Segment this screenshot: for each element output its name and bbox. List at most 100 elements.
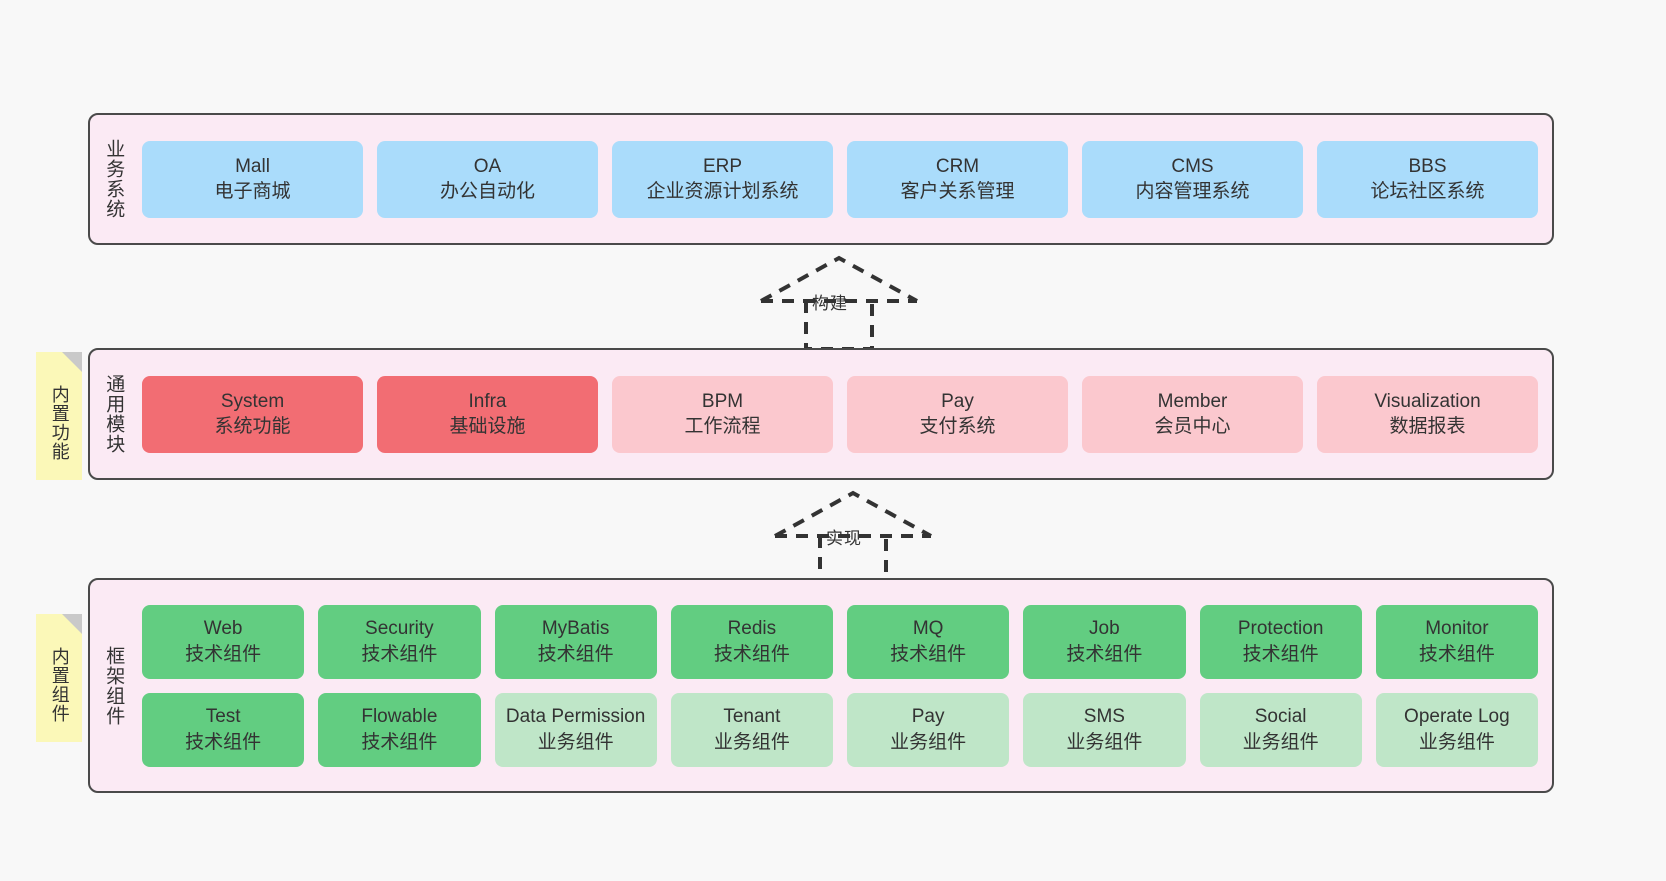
module-card-title: BBS bbox=[1408, 155, 1447, 177]
module-card-title: System bbox=[220, 390, 285, 412]
sticky-note-builtin-function: 内置功能 bbox=[36, 352, 82, 480]
note-fold-icon bbox=[62, 352, 82, 372]
layer-title-framework-components: 框架组件 bbox=[103, 645, 125, 726]
component-card-subtitle: 业务组件 bbox=[890, 731, 967, 753]
module-card-mall[interactable]: Mall 电子商城 bbox=[142, 140, 363, 218]
module-card-subtitle: 基础设施 bbox=[449, 416, 526, 437]
module-card-oa[interactable]: OA 办公自动化 bbox=[377, 140, 598, 218]
module-card-bpm[interactable]: BPM 工作流程 bbox=[612, 375, 833, 453]
component-card-subtitle: 业务组件 bbox=[537, 731, 614, 753]
module-card-infra[interactable]: Infra 基础设施 bbox=[377, 375, 598, 453]
arrow-head-outline bbox=[774, 490, 932, 538]
module-card-subtitle: 客户关系管理 bbox=[900, 181, 1015, 202]
module-card-title: Mall bbox=[235, 155, 270, 177]
component-card-title: Flowable bbox=[361, 706, 438, 728]
module-card-title: BPM bbox=[701, 390, 744, 412]
module-card-visualization[interactable]: Visualization 数据报表 bbox=[1317, 375, 1538, 453]
card-row: System 系统功能 Infra 基础设施 BPM 工作流程 Pay 支付系统… bbox=[142, 375, 1538, 453]
module-card-subtitle: 电子商城 bbox=[214, 181, 291, 202]
arrow-stem bbox=[804, 301, 874, 351]
component-card-subtitle: 技术组件 bbox=[713, 643, 790, 665]
module-card-subtitle: 数据报表 bbox=[1389, 416, 1466, 437]
component-card-subtitle: 业务组件 bbox=[1066, 731, 1143, 753]
layer-title-common-modules: 通用模块 bbox=[103, 374, 125, 454]
connector-implement: 实现 bbox=[765, 488, 945, 588]
component-card-title: Data Permission bbox=[505, 706, 646, 728]
component-card-flowable[interactable]: Flowable 技术组件 bbox=[318, 692, 481, 767]
module-card-subtitle: 论坛社区系统 bbox=[1370, 181, 1485, 202]
component-card-tenant[interactable]: Tenant 业务组件 bbox=[670, 692, 833, 767]
module-card-cms[interactable]: CMS 内容管理系统 bbox=[1082, 140, 1303, 218]
component-card-subtitle: 技术组件 bbox=[1066, 643, 1143, 665]
component-card-title: MyBatis bbox=[541, 618, 610, 640]
component-card-operate-log[interactable]: Operate Log 业务组件 bbox=[1375, 692, 1538, 767]
component-card-subtitle: 技术组件 bbox=[361, 731, 438, 753]
arrow-head-outline bbox=[760, 255, 918, 303]
module-card-title: Pay bbox=[941, 390, 974, 412]
component-card-job[interactable]: Job 技术组件 bbox=[1023, 604, 1186, 679]
component-card-protection[interactable]: Protection 技术组件 bbox=[1199, 604, 1362, 679]
component-card-subtitle: 技术组件 bbox=[361, 643, 438, 665]
component-card-social[interactable]: Social 业务组件 bbox=[1199, 692, 1362, 767]
layer-framework-components: 框架组件 Web 技术组件 Security 技术组件 MyBatis 技术组件… bbox=[88, 578, 1554, 793]
layer-common-modules: 通用模块 System 系统功能 Infra 基础设施 BPM 工作流程 Pay… bbox=[88, 348, 1554, 480]
layer-business-systems: 业务系统 Mall 电子商城 OA 办公自动化 ERP 企业资源计划系统 CRM… bbox=[88, 113, 1554, 245]
arrow-stem bbox=[818, 536, 888, 586]
component-card-title: Web bbox=[203, 618, 243, 640]
component-card-subtitle: 技术组件 bbox=[1418, 643, 1495, 665]
component-card-subtitle: 技术组件 bbox=[185, 731, 262, 753]
component-card-subtitle: 业务组件 bbox=[713, 731, 790, 753]
module-card-subtitle: 企业资源计划系统 bbox=[646, 181, 799, 202]
module-card-system[interactable]: System 系统功能 bbox=[142, 375, 363, 453]
component-card-mybatis[interactable]: MyBatis 技术组件 bbox=[494, 604, 657, 679]
component-card-title: Operate Log bbox=[1404, 706, 1510, 728]
sticky-note-builtin-component: 内置组件 bbox=[36, 614, 82, 742]
sticky-note-label: 内置功能 bbox=[49, 385, 70, 461]
module-card-subtitle: 工作流程 bbox=[684, 416, 761, 437]
component-card-security[interactable]: Security 技术组件 bbox=[318, 604, 481, 679]
connector-implement-label: 实现 bbox=[826, 529, 862, 548]
component-card-title: Protection bbox=[1237, 618, 1324, 640]
component-card-monitor[interactable]: Monitor 技术组件 bbox=[1375, 604, 1538, 679]
component-card-test[interactable]: Test 技术组件 bbox=[142, 692, 305, 767]
module-card-title: OA bbox=[473, 155, 502, 177]
module-card-pay[interactable]: Pay 支付系统 bbox=[847, 375, 1068, 453]
component-card-sms[interactable]: SMS 业务组件 bbox=[1023, 692, 1186, 767]
component-card-title: Security bbox=[365, 618, 434, 640]
module-card-subtitle: 内容管理系统 bbox=[1135, 181, 1250, 202]
component-card-subtitle: 技术组件 bbox=[537, 643, 614, 665]
connector-build-label: 构建 bbox=[812, 294, 848, 313]
component-card-mq[interactable]: MQ 技术组件 bbox=[847, 604, 1010, 679]
module-card-member[interactable]: Member 会员中心 bbox=[1082, 375, 1303, 453]
module-card-subtitle: 支付系统 bbox=[919, 416, 996, 437]
component-card-redis[interactable]: Redis 技术组件 bbox=[670, 604, 833, 679]
component-card-title: Tenant bbox=[723, 706, 781, 728]
sticky-note-label: 内置组件 bbox=[49, 647, 70, 723]
component-card-pay[interactable]: Pay 业务组件 bbox=[847, 692, 1010, 767]
component-card-title: Monitor bbox=[1425, 618, 1489, 640]
component-card-subtitle: 业务组件 bbox=[1242, 731, 1319, 753]
component-card-web[interactable]: Web 技术组件 bbox=[142, 604, 305, 679]
component-card-subtitle: 技术组件 bbox=[890, 643, 967, 665]
module-card-erp[interactable]: ERP 企业资源计划系统 bbox=[612, 140, 833, 218]
module-card-title: Infra bbox=[468, 390, 507, 412]
note-fold-icon bbox=[62, 614, 82, 634]
component-card-title: Social bbox=[1254, 706, 1307, 728]
layer-body-business-systems: Mall 电子商城 OA 办公自动化 ERP 企业资源计划系统 CRM 客户关系… bbox=[136, 115, 1552, 243]
component-card-data-permission[interactable]: Data Permission 业务组件 bbox=[494, 692, 657, 767]
module-card-title: CMS bbox=[1171, 155, 1214, 177]
component-card-title: Redis bbox=[727, 618, 777, 640]
module-card-subtitle: 办公自动化 bbox=[439, 181, 535, 202]
card-row: Test 技术组件 Flowable 技术组件 Data Permission … bbox=[142, 692, 1538, 767]
module-card-bbs[interactable]: BBS 论坛社区系统 bbox=[1317, 140, 1538, 218]
connector-build: 构建 bbox=[751, 253, 931, 353]
component-card-title: Pay bbox=[911, 706, 945, 728]
card-row: Mall 电子商城 OA 办公自动化 ERP 企业资源计划系统 CRM 客户关系… bbox=[142, 140, 1538, 218]
module-card-crm[interactable]: CRM 客户关系管理 bbox=[847, 140, 1068, 218]
component-card-title: Test bbox=[205, 706, 241, 728]
component-card-subtitle: 技术组件 bbox=[1242, 643, 1319, 665]
module-card-subtitle: 会员中心 bbox=[1154, 416, 1231, 437]
module-card-subtitle: 系统功能 bbox=[214, 416, 291, 437]
component-card-subtitle: 业务组件 bbox=[1418, 731, 1495, 753]
